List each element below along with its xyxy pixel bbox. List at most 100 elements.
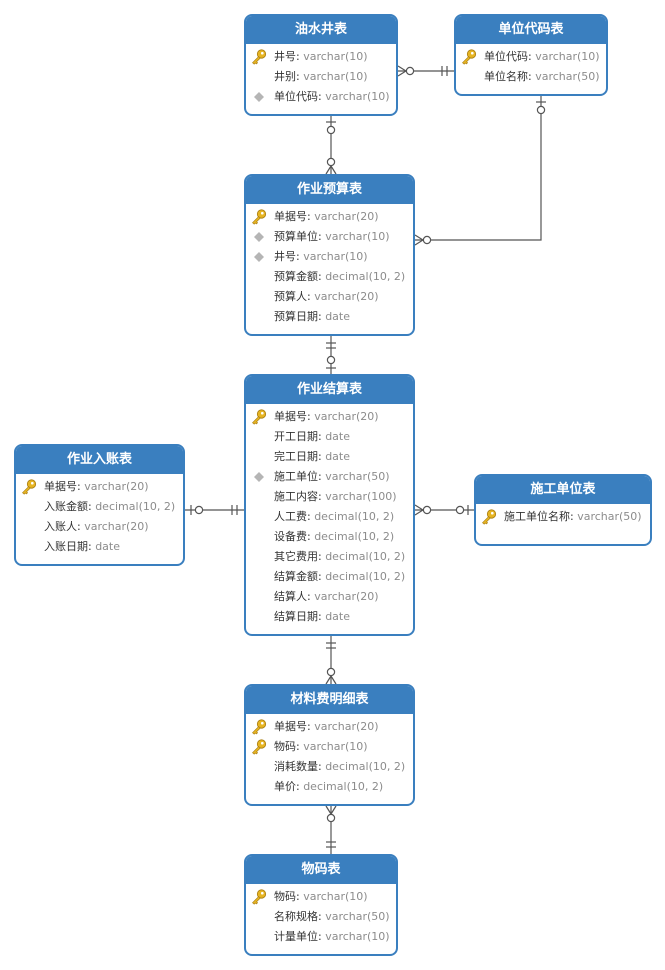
field-row: 入账日期: date — [44, 540, 121, 553]
key-icon — [252, 209, 267, 225]
entity-itemcode[interactable]: 物码表 物码: varchar(10)名称规格: varchar(50)计量单位… — [244, 854, 398, 956]
field-name: 预算单位 — [274, 230, 318, 243]
entity-title: 物码表 — [246, 856, 396, 884]
field-type: decimal(10, 2) — [95, 500, 176, 513]
field-name: 物码 — [274, 740, 296, 753]
field-row: 单位代码: varchar(10) — [246, 87, 396, 107]
field-name: 入账金额 — [44, 500, 88, 513]
relationship-posting-settlement — [185, 505, 244, 515]
field-row: 开工日期: date — [274, 430, 351, 443]
relationship-settlement-contractor — [414, 504, 474, 516]
field-name: 结算金额 — [274, 570, 318, 583]
field-name: 结算日期 — [274, 610, 318, 623]
field-name: 单位代码 — [274, 90, 318, 103]
field-name: 计量单位 — [274, 930, 318, 943]
field-type: decimal(10, 2) — [303, 780, 384, 793]
field-row: 预算日期: date — [274, 310, 351, 323]
field-type: decimal(10, 2) — [314, 530, 395, 543]
entity-posting[interactable]: 作业入账表 单据号: varchar(20)入账金额: decimal(10, … — [14, 444, 185, 566]
key-icon — [252, 719, 267, 735]
field-name: 人工费 — [274, 510, 307, 523]
entity-title: 作业入账表 — [16, 446, 183, 474]
key-icon — [252, 49, 267, 65]
relationship-material-itemcode — [325, 805, 337, 854]
field-row: 计量单位: varchar(10) — [274, 930, 390, 943]
entity-budget[interactable]: 作业预算表 单据号: varchar(20)预算单位: varchar(10)井… — [244, 174, 415, 336]
entity-material[interactable]: 材料费明细表 单据号: varchar(20)物码: varchar(10)消耗… — [244, 684, 415, 806]
field-type: varchar(10) — [303, 70, 368, 83]
field-name: 单据号 — [44, 480, 77, 493]
field-type: date — [325, 430, 351, 443]
field-name: 结算人 — [274, 590, 307, 603]
field-name: 井别 — [274, 70, 296, 83]
field-row: 结算日期: date — [274, 610, 351, 623]
key-icon — [252, 409, 267, 425]
field-row: 预算金额: decimal(10, 2) — [274, 270, 406, 283]
field-list: 单据号: varchar(20)入账金额: decimal(10, 2)入账人:… — [16, 474, 183, 557]
field-name: 施工单位名称 — [504, 510, 570, 523]
relationship-unitcode-budget — [414, 96, 546, 246]
key-icon — [252, 739, 267, 755]
field-type: varchar(10) — [303, 740, 368, 753]
key-icon — [252, 889, 267, 905]
field-row: 人工费: decimal(10, 2) — [274, 510, 395, 523]
field-type: varchar(20) — [84, 520, 149, 533]
field-type: varchar(50) — [325, 470, 390, 483]
entity-contractor[interactable]: 施工单位表 施工单位名称: varchar(50) — [474, 474, 652, 546]
field-type: varchar(10) — [325, 230, 390, 243]
diamond-icon — [254, 232, 264, 242]
field-row: 物码: varchar(10) — [246, 887, 396, 907]
field-list: 物码: varchar(10)名称规格: varchar(50)计量单位: va… — [246, 884, 396, 947]
entity-title: 作业结算表 — [246, 376, 413, 404]
field-type: decimal(10, 2) — [325, 550, 406, 563]
field-row: 结算人: varchar(20) — [274, 590, 379, 603]
field-type: varchar(10) — [303, 890, 368, 903]
field-row: 单据号: varchar(20) — [246, 207, 413, 227]
field-type: date — [325, 450, 351, 463]
field-type: decimal(10, 2) — [314, 510, 395, 523]
field-type: varchar(10) — [303, 50, 368, 63]
field-name: 入账日期 — [44, 540, 88, 553]
field-name: 单据号 — [274, 410, 307, 423]
field-row: 完工日期: date — [274, 450, 351, 463]
key-icon — [482, 509, 497, 525]
relationship-budget-settlement — [326, 336, 336, 374]
field-name: 名称规格 — [274, 910, 318, 923]
field-name: 预算日期 — [274, 310, 318, 323]
field-name: 预算金额 — [274, 270, 318, 283]
field-type: varchar(20) — [314, 720, 379, 733]
field-type: varchar(20) — [314, 590, 379, 603]
field-row: 井别: varchar(10) — [274, 70, 368, 83]
field-name: 设备费 — [274, 530, 307, 543]
entity-unitcode[interactable]: 单位代码表 单位代码: varchar(10)单位名称: varchar(50) — [454, 14, 608, 96]
field-name: 开工日期 — [274, 430, 318, 443]
field-list: 施工单位名称: varchar(50) — [476, 504, 650, 527]
field-list: 单据号: varchar(20)物码: varchar(10)消耗数量: dec… — [246, 714, 413, 797]
relationship-settlement-material — [325, 636, 337, 685]
field-name: 入账人 — [44, 520, 77, 533]
field-name: 单位代码 — [484, 50, 528, 63]
field-name: 施工内容 — [274, 490, 318, 503]
field-row: 单位代码: varchar(10) — [456, 47, 606, 67]
field-name: 单据号 — [274, 720, 307, 733]
field-row: 井号: varchar(10) — [246, 247, 413, 267]
field-row: 施工单位名称: varchar(50) — [476, 507, 650, 527]
field-name: 预算人 — [274, 290, 307, 303]
field-type: decimal(10, 2) — [325, 760, 406, 773]
field-row: 设备费: decimal(10, 2) — [274, 530, 395, 543]
field-row: 单据号: varchar(20) — [246, 717, 413, 737]
field-row: 施工内容: varchar(100) — [274, 490, 397, 503]
field-name: 其它费用 — [274, 550, 318, 563]
entity-title: 材料费明细表 — [246, 686, 413, 714]
field-type: varchar(20) — [314, 290, 379, 303]
field-row: 井号: varchar(10) — [246, 47, 396, 67]
field-type: varchar(50) — [577, 510, 642, 523]
entity-oilwell[interactable]: 油水井表 井号: varchar(10)井别: varchar(10)单位代码:… — [244, 14, 398, 116]
field-list: 井号: varchar(10) 井别: varchar(10) 单位代码: varc… — [246, 44, 396, 107]
field-type: varchar(50) — [535, 70, 600, 83]
field-type: varchar(20) — [84, 480, 149, 493]
diamond-icon — [254, 92, 264, 102]
field-name: 井号 — [274, 250, 296, 263]
